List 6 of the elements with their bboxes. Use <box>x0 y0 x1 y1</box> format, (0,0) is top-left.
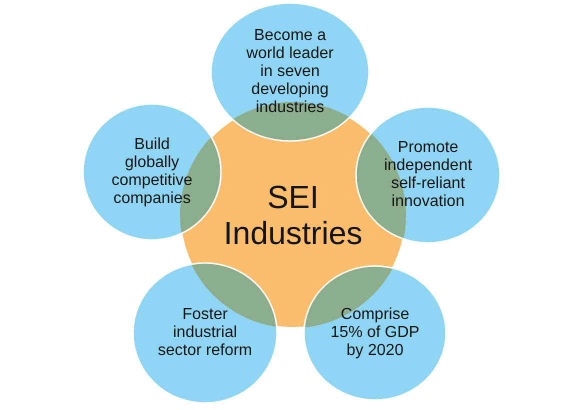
goal-label: Build globally competitive companies <box>110 136 194 208</box>
goal-label: Promote independent self-reliant innovation <box>382 139 474 211</box>
goal-label: Become a world leader in seven developing industries <box>245 27 335 117</box>
goal-label: Comprise 15% of GDP by 2020 <box>330 306 420 360</box>
goal-label: Foster industrial sector reform <box>156 306 254 360</box>
center-label: SEI Industries <box>222 179 364 251</box>
